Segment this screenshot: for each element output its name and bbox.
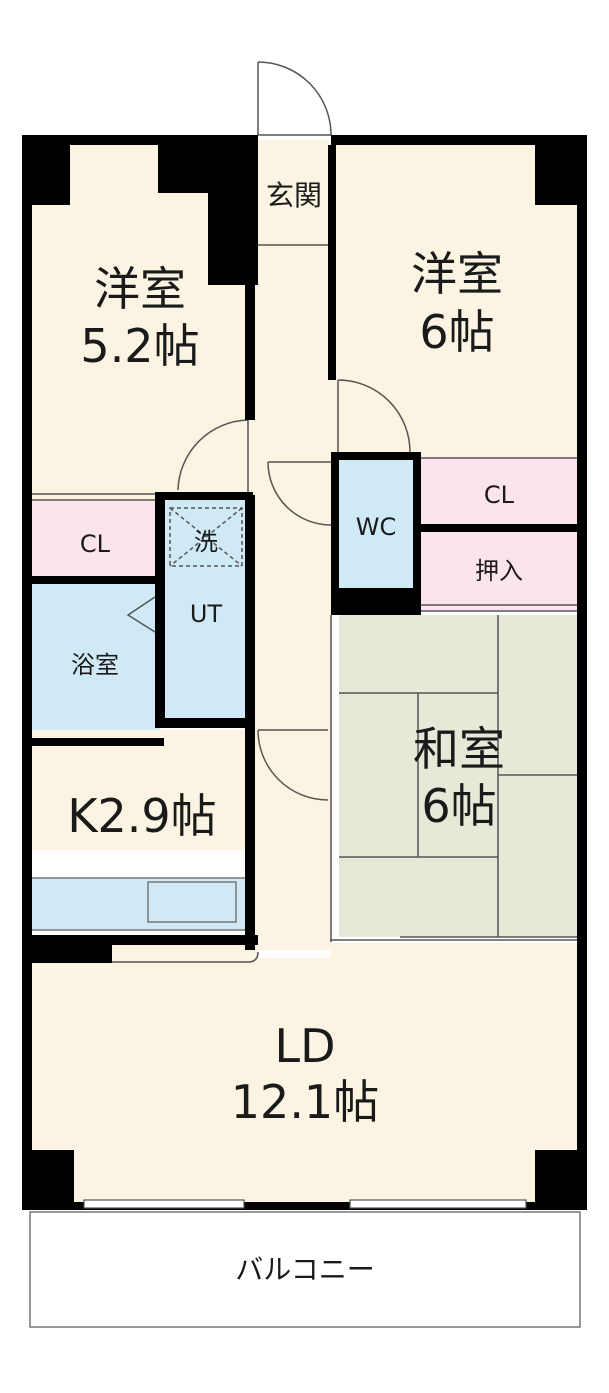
hallway-floor <box>252 140 332 950</box>
oshiire-floor <box>418 532 580 610</box>
walls <box>22 135 587 1210</box>
balcony-label: バルコニー <box>235 1253 374 1286</box>
toilet-floor <box>339 460 413 590</box>
room-fills <box>29 140 581 1328</box>
western-room-right-size: 6帖 <box>419 305 494 359</box>
toilet-label: WC <box>356 513 397 541</box>
windows <box>83 1199 527 1209</box>
labels: 洋室 5.2帖 玄関 洋室 6帖 CL CL 洗 UT 浴室 WC 押入 和室 … <box>67 179 523 1286</box>
washitsu-name: 和室 <box>413 722 505 776</box>
bath-label: 浴室 <box>71 651 119 679</box>
washer-label: 洗 <box>194 528 218 556</box>
oshiire-label: 押入 <box>475 557 523 585</box>
closet-left-label: CL <box>80 530 111 558</box>
living-floor <box>30 943 580 1205</box>
utility-floor <box>164 500 248 722</box>
closet-right-floor <box>418 458 580 524</box>
living-size: 12.1帖 <box>231 1075 379 1129</box>
washitsu-floor <box>339 615 579 937</box>
kitchen-sink <box>147 881 237 923</box>
balcony-floor <box>29 1211 581 1328</box>
bath-floor <box>30 580 160 742</box>
kitchen-label: K2.9帖 <box>67 789 216 843</box>
entrance-label: 玄関 <box>266 179 322 212</box>
utility-label: UT <box>190 600 223 628</box>
thin-lines <box>30 61 580 963</box>
closet-right-label: CL <box>484 481 515 509</box>
tatami-lines <box>339 615 579 937</box>
closet-left-floor <box>30 500 160 580</box>
western-room-right-name: 洋室 <box>411 247 503 301</box>
western-room-left-size: 5.2帖 <box>80 319 199 373</box>
western-room-left-name: 洋室 <box>94 262 186 316</box>
kitchen-floor <box>30 730 252 850</box>
washitsu-size: 6帖 <box>421 779 496 833</box>
living-name: LD <box>274 1019 335 1073</box>
